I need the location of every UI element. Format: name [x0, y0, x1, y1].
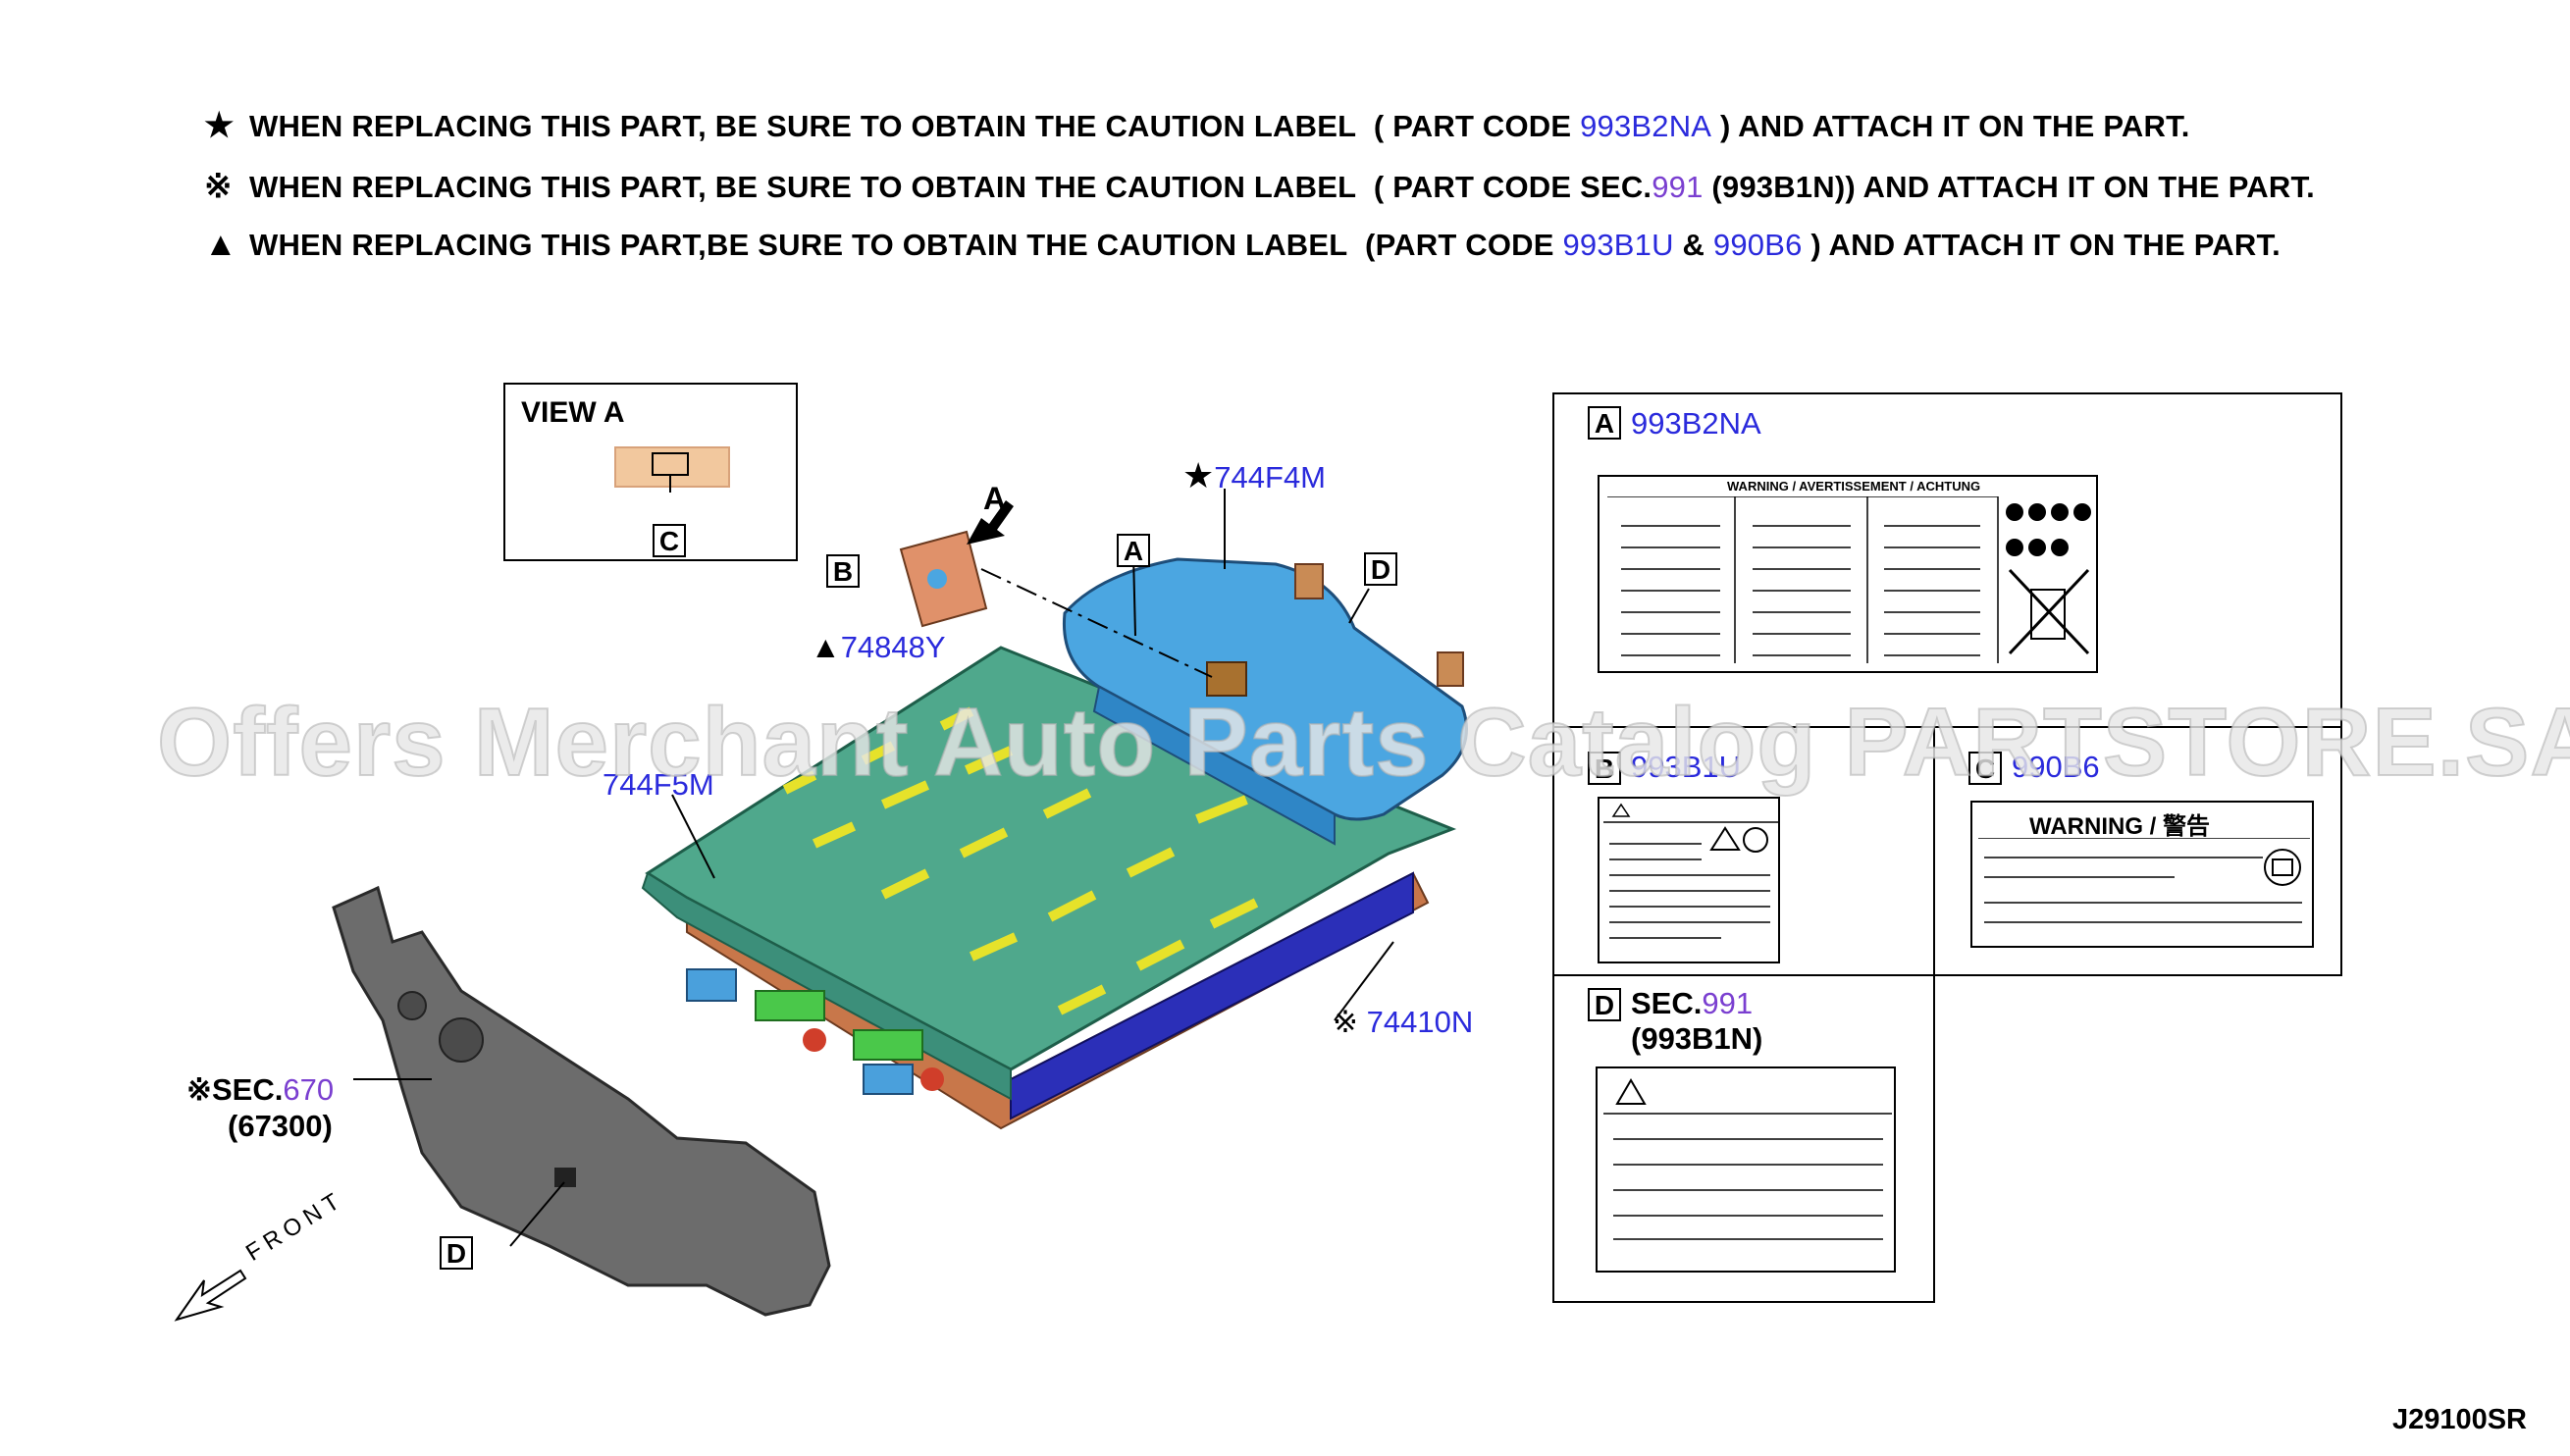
- label-code-990b6[interactable]: 990B6: [2012, 750, 2100, 784]
- tag-d-dash[interactable]: D: [440, 1236, 473, 1270]
- diagram-code: J29100SR: [2391, 1404, 2527, 1435]
- tag-b[interactable]: B: [826, 554, 860, 588]
- caution-label-d: [1596, 1066, 1896, 1273]
- note-text: WHEN REPLACING THIS PART, BE SURE TO OBT…: [249, 109, 1357, 143]
- tag-a[interactable]: A: [1117, 534, 1150, 567]
- label-sec-991[interactable]: SEC.991: [1631, 986, 1753, 1021]
- tray-block: [863, 1064, 914, 1095]
- reference-mark-icon: ※: [204, 168, 233, 205]
- front-arrow-icon: [174, 1269, 247, 1322]
- battery-module-top: [1062, 557, 1468, 821]
- tray-block: [755, 990, 825, 1021]
- label-a-header: WARNING / AVERTISSEMENT / ACHTUNG: [1727, 479, 1981, 494]
- label-a-lines: [1607, 496, 2091, 663]
- note-mid: (993B1N): [1703, 170, 1846, 204]
- part-code-link[interactable]: 993B2NA: [1580, 109, 1712, 143]
- part-label-744f5m[interactable]: 744F5M: [603, 767, 714, 802]
- note-row-1: ★ WHEN REPLACING THIS PART, BE SURE TO OB…: [204, 106, 2190, 145]
- note-code-prefix: (PART CODE: [1365, 228, 1563, 262]
- section-label-670[interactable]: ※SEC.670: [186, 1072, 334, 1108]
- watermark: Offers Merchant Auto Parts Catalog PARTS…: [156, 687, 2570, 797]
- caution-label-a: WARNING / AVERTISSEMENT / ACHTUNG: [1598, 475, 2098, 673]
- label-panel-a: A 993B2NA WARNING / AVERTISSEMENT / ACHT…: [1552, 392, 2342, 728]
- bracket: [1437, 651, 1464, 687]
- view-a-box: VIEW A C: [503, 383, 798, 561]
- part-label-74848y[interactable]: ▲74848Y: [811, 630, 946, 665]
- tag-c-panel: C: [1968, 752, 2002, 785]
- tray-block: [686, 968, 737, 1002]
- label-b-lines: [1603, 803, 1778, 939]
- note-code-prefix: ( PART CODE: [1373, 109, 1581, 143]
- tag-b-panel: B: [1588, 752, 1621, 785]
- label-code-993b2na[interactable]: 993B2NA: [1631, 406, 1761, 441]
- caution-label-b: [1598, 797, 1780, 963]
- part-label-744f4m[interactable]: ★744F4M: [1182, 455, 1326, 496]
- part-code-link[interactable]: 990B6: [1712, 228, 1803, 262]
- bracket: [1206, 661, 1247, 697]
- note-row-3: ▲ WHEN REPLACING THIS PART,BE SURE TO OBT…: [204, 226, 2281, 264]
- view-a-bracket-icon: [614, 446, 730, 493]
- label-panel-d: D SEC.991 (993B1N): [1552, 974, 1935, 1303]
- leader-line: [1348, 588, 1370, 624]
- triangle-icon: ▲: [811, 630, 841, 664]
- reference-mark-icon: ※: [1333, 1005, 1358, 1039]
- leader-line: [509, 1181, 565, 1247]
- tag-d[interactable]: D: [1364, 552, 1397, 586]
- note-code-prefix: ( PART CODE SEC.: [1373, 170, 1652, 204]
- caution-label-c: WARNING / 警告: [1970, 801, 2314, 948]
- tray-connector: [920, 1067, 944, 1091]
- bracket: [1294, 563, 1324, 599]
- section-link[interactable]: 991: [1652, 170, 1704, 204]
- section-prefix: SEC.: [211, 1072, 284, 1107]
- tag-d-panel: D: [1588, 988, 1621, 1021]
- label-panel-c: C 990B6 WARNING / 警告: [1933, 726, 2342, 976]
- section-link[interactable]: 991: [1702, 986, 1754, 1020]
- part-number[interactable]: 744F4M: [1214, 460, 1327, 494]
- tag-c[interactable]: C: [653, 524, 686, 557]
- part-number[interactable]: 74410N: [1366, 1005, 1474, 1039]
- leader-line: [980, 568, 1213, 678]
- label-panel-b: B 993B1U: [1552, 726, 1935, 976]
- note-suffix: ) AND ATTACH IT ON THE PART.: [1845, 170, 2315, 204]
- view-a-title: VIEW A: [521, 396, 625, 429]
- label-sec-991-sub: (993B1N): [1631, 1021, 1763, 1056]
- tray-stripes: [782, 706, 1259, 1015]
- star-icon: ★: [1182, 455, 1215, 495]
- leader-line: [1334, 941, 1394, 1021]
- leader-line: [671, 794, 715, 879]
- label-d-lines: [1603, 1078, 1892, 1240]
- label-d-location: [554, 1168, 576, 1187]
- note-suffix: ) AND ATTACH IT ON THE PART.: [1711, 109, 2190, 143]
- triangle-icon: ▲: [204, 226, 237, 263]
- tag-a-panel: A: [1588, 406, 1621, 440]
- reference-mark-icon: ※: [186, 1072, 212, 1107]
- tray-block: [853, 1029, 923, 1061]
- note-mid: &: [1673, 228, 1713, 262]
- label-c-header: WARNING / 警告: [2029, 813, 2210, 840]
- part-code-link[interactable]: 993B1U: [1562, 228, 1674, 262]
- view-a-arrow-label: A: [983, 481, 1007, 516]
- note-text: WHEN REPLACING THIS PART, BE SURE TO OBT…: [249, 170, 1357, 204]
- star-icon: ★: [204, 107, 235, 144]
- section-prefix: SEC.: [1631, 986, 1703, 1020]
- part-label-74410n[interactable]: ※ 74410N: [1333, 1005, 1473, 1040]
- note-text: WHEN REPLACING THIS PART,BE SURE TO OBTA…: [249, 228, 1348, 262]
- label-c-lines: [1978, 838, 2310, 923]
- view-arrow-icon: [967, 500, 1014, 545]
- section-link[interactable]: 670: [283, 1072, 335, 1107]
- part-number[interactable]: 74848Y: [840, 630, 946, 664]
- label-code-993b1u[interactable]: 993B1U: [1631, 750, 1742, 784]
- section-sub-67300: (67300): [228, 1109, 333, 1143]
- note-row-2: ※ WHEN REPLACING THIS PART, BE SURE TO OB…: [204, 167, 2315, 206]
- leader-line: [1132, 553, 1136, 637]
- note-suffix: ) AND ATTACH IT ON THE PART.: [1802, 228, 2281, 262]
- tray-connector: [803, 1028, 826, 1052]
- dash-panel: [332, 885, 831, 1317]
